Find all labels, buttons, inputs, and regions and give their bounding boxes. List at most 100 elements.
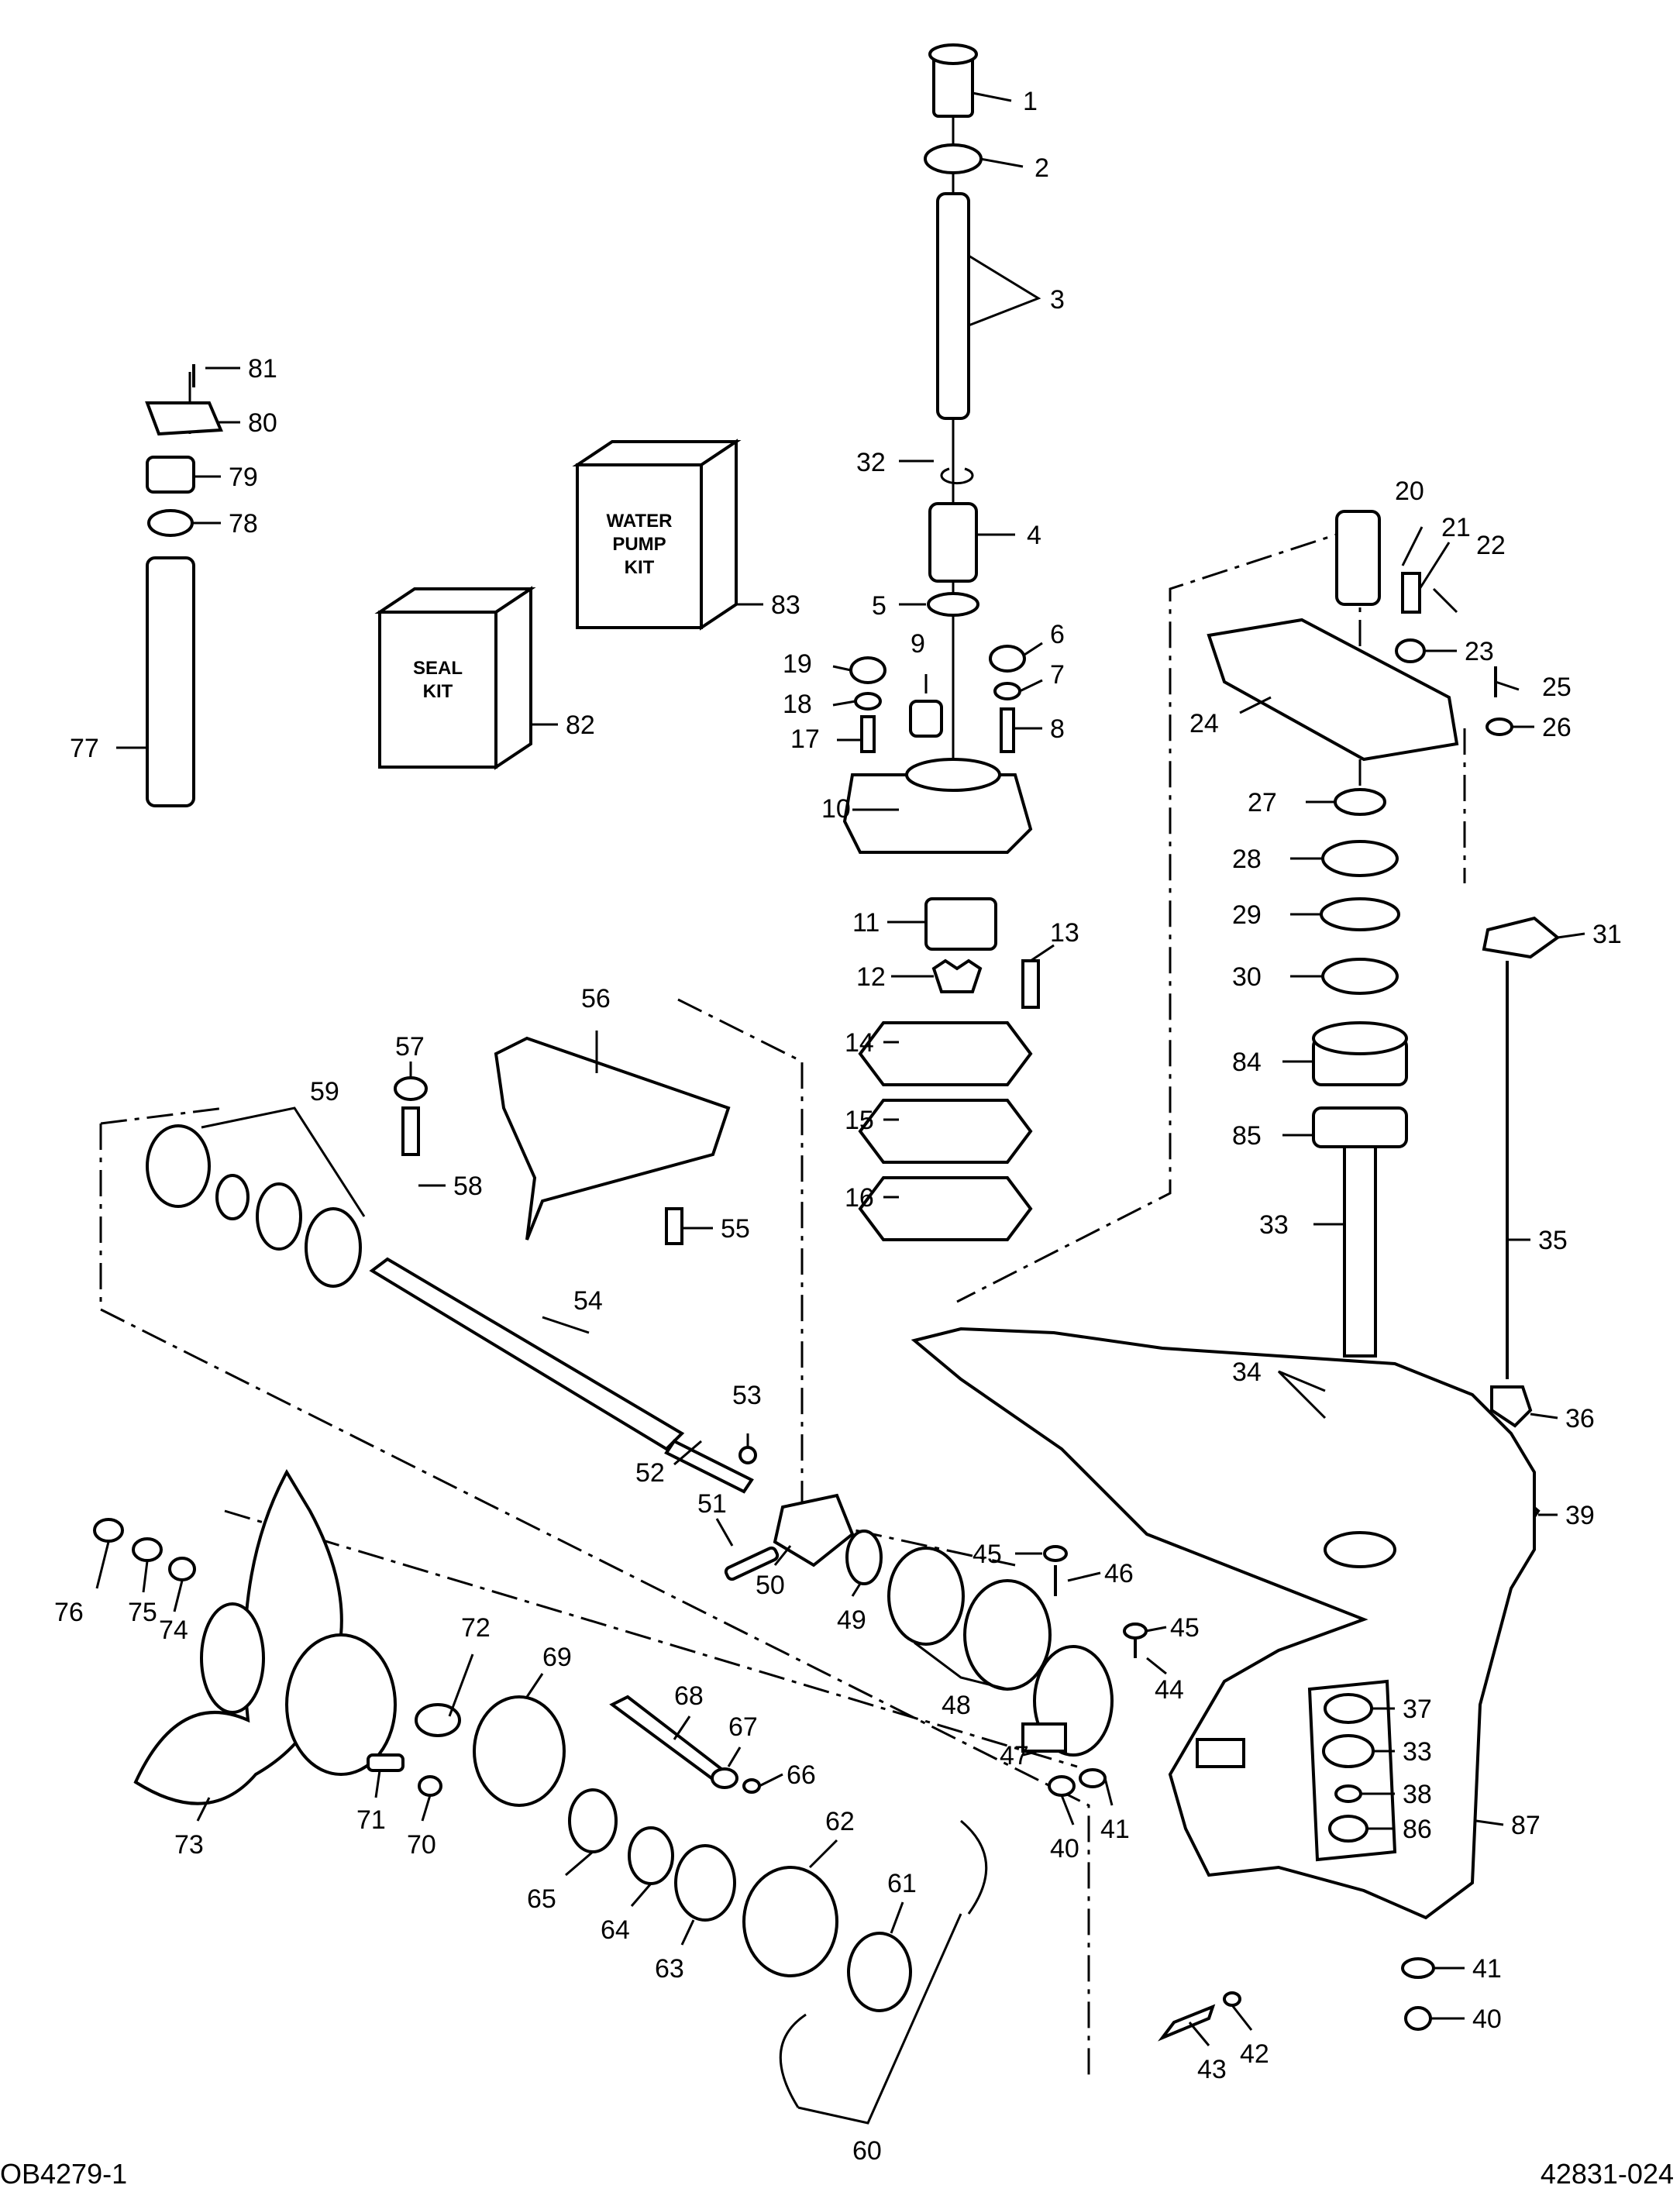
forward-gear-assembly bbox=[887, 1545, 1148, 1757]
callout-label: 9 bbox=[911, 629, 925, 659]
callout-label: 52 bbox=[635, 1458, 665, 1488]
screw-part bbox=[1048, 1775, 1076, 1797]
water-pump-kit-box bbox=[576, 463, 703, 629]
gasket-part bbox=[1482, 916, 1561, 959]
impeller-part bbox=[931, 958, 983, 993]
callout-label: 74 bbox=[159, 1616, 188, 1645]
forward-gear-part bbox=[887, 1547, 965, 1646]
callout-label: 14 bbox=[845, 1028, 874, 1058]
callout-label: 11 bbox=[852, 908, 880, 938]
driveshaft-part bbox=[936, 192, 970, 420]
o-ring-part bbox=[847, 1932, 912, 2012]
pump-liner-part bbox=[924, 897, 997, 951]
callout-label: 4 bbox=[1027, 521, 1041, 550]
propeller-shaft-part bbox=[369, 1257, 685, 1451]
outline-pump-base bbox=[677, 998, 1016, 1567]
callout-label: 49 bbox=[837, 1605, 866, 1635]
kit-boxes: WATER PUMP KIT SEAL KIT bbox=[374, 439, 742, 770]
housing-bore bbox=[1324, 1531, 1396, 1568]
bearing-part bbox=[1321, 840, 1399, 877]
callout-label: 25 bbox=[1542, 673, 1572, 702]
callout-label: 19 bbox=[783, 649, 812, 679]
callout-label: 15 bbox=[845, 1106, 874, 1135]
callout-label: 40 bbox=[1472, 2004, 1502, 2034]
o-ring-part bbox=[742, 1778, 761, 1794]
o-ring-part bbox=[674, 1844, 736, 1922]
bearing-sleeve-top bbox=[1312, 1021, 1408, 1055]
callout-label: 40 bbox=[1050, 1834, 1079, 1863]
callout-label: 62 bbox=[825, 1807, 855, 1836]
bearing-part bbox=[568, 1788, 618, 1853]
callout-label: 79 bbox=[229, 463, 258, 492]
kit-label-line: KIT bbox=[625, 557, 655, 578]
gasket-lower-part bbox=[858, 1176, 1033, 1241]
snap-ring-part bbox=[940, 467, 974, 485]
outline-propshaft-bearing bbox=[99, 1124, 1090, 2077]
sleeve-part bbox=[928, 502, 978, 583]
housing-cutaway bbox=[1307, 1679, 1397, 1862]
callout-label: 87 bbox=[1511, 1811, 1541, 1840]
washer-part bbox=[1401, 1957, 1435, 1979]
callout-label: 58 bbox=[453, 1172, 483, 1201]
callout-label: 43 bbox=[1197, 2055, 1227, 2084]
clutch-part bbox=[773, 1493, 855, 1567]
callout-label: 23 bbox=[1465, 637, 1494, 666]
shift-shaft-part bbox=[1335, 510, 1381, 606]
water-pump-assembly bbox=[842, 645, 1040, 1241]
seal-kit-side bbox=[494, 586, 532, 770]
callout-label: 63 bbox=[655, 1954, 684, 1984]
shaft-end-part bbox=[664, 1439, 754, 1494]
callout-label: 27 bbox=[1248, 788, 1277, 817]
shift-cam-lower-part bbox=[1490, 1385, 1533, 1428]
driveshaft-column bbox=[924, 43, 983, 775]
callout-labels: 1 2 3 32 4 5 6 7 8 9 19 18 17 10 11 12 1… bbox=[54, 87, 1622, 2166]
washer-small-part bbox=[993, 682, 1021, 700]
outline-propshaft-top bbox=[100, 1106, 225, 1125]
insert-part bbox=[909, 700, 943, 738]
washer-small-part bbox=[854, 692, 882, 711]
callout-label: 46 bbox=[1104, 1559, 1134, 1588]
washer-part bbox=[215, 1174, 250, 1220]
tag-part bbox=[1021, 1722, 1067, 1753]
trim-bracket bbox=[394, 1036, 731, 1245]
screw-part bbox=[1404, 2006, 1432, 2031]
callout-label: 68 bbox=[674, 1681, 704, 1711]
callout-label: 6 bbox=[1050, 620, 1065, 649]
callout-label: 18 bbox=[783, 690, 812, 719]
callout-label: 80 bbox=[248, 408, 277, 438]
gasket-upper-part bbox=[858, 1021, 1033, 1086]
callout-label: 47 bbox=[1000, 1741, 1029, 1770]
callout-label: 66 bbox=[787, 1760, 816, 1790]
washer-part bbox=[927, 592, 979, 617]
callout-label: 78 bbox=[229, 509, 258, 539]
propeller-shaft-assembly bbox=[146, 1124, 883, 1585]
kit-label-line: WATER bbox=[607, 511, 673, 532]
bolt-part bbox=[1158, 2004, 1216, 2042]
callout-label: 35 bbox=[1538, 1226, 1568, 1255]
bearing-cup-part bbox=[1334, 788, 1386, 816]
nut-part bbox=[849, 656, 886, 684]
kit-label-line: SEAL bbox=[413, 658, 463, 679]
washer-part bbox=[1485, 717, 1513, 736]
callout-label: 85 bbox=[1232, 1121, 1262, 1151]
callout-label: 72 bbox=[461, 1613, 491, 1643]
callout-label: 45 bbox=[1170, 1613, 1200, 1643]
callout-label: 50 bbox=[756, 1571, 785, 1600]
callout-label: 48 bbox=[942, 1691, 971, 1720]
callout-label: 60 bbox=[852, 2136, 882, 2166]
callout-label: 64 bbox=[601, 1915, 630, 1945]
tab-washer-part bbox=[168, 1557, 196, 1581]
callout-label: 36 bbox=[1565, 1404, 1595, 1433]
washer-part bbox=[132, 1537, 163, 1562]
bearing-cup-part bbox=[963, 1579, 1052, 1691]
callout-label: 33 bbox=[1403, 1737, 1432, 1767]
callout-label: 34 bbox=[1232, 1358, 1262, 1387]
callout-label: 39 bbox=[1565, 1501, 1595, 1530]
callout-label: 61 bbox=[887, 1869, 917, 1898]
thrust-washer-part bbox=[415, 1703, 461, 1737]
nut-part bbox=[394, 1076, 428, 1101]
callout-label: 41 bbox=[1100, 1815, 1130, 1844]
bolt-part bbox=[609, 1695, 732, 1784]
propeller-assembly bbox=[93, 1468, 988, 2108]
pinion-bearing-part bbox=[1312, 1106, 1408, 1148]
